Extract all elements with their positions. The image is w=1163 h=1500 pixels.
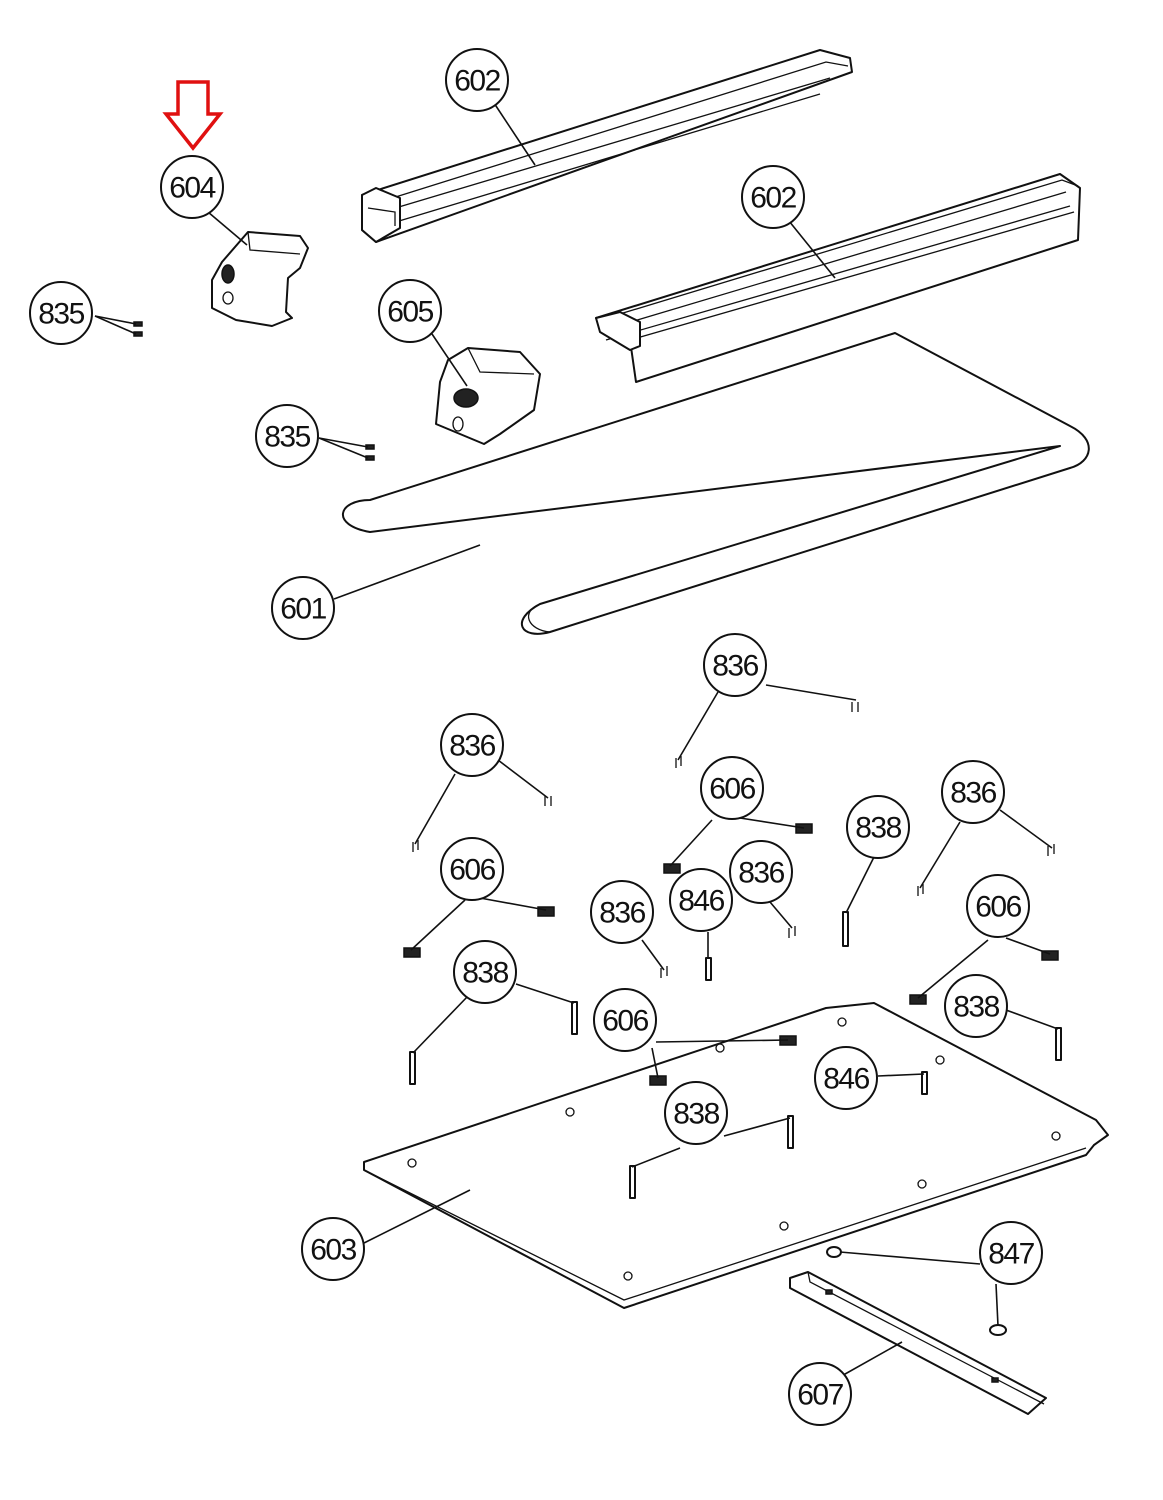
callout-label: 836 xyxy=(449,730,495,763)
highlight-arrow-icon xyxy=(162,80,224,151)
side-rail-right-drawing xyxy=(595,173,1081,383)
side-rail-top-drawing xyxy=(361,49,853,243)
callout-label: 846 xyxy=(678,885,724,918)
callout-label: 606 xyxy=(449,854,495,887)
end-cap-right-drawing xyxy=(435,347,541,445)
callout-label: 835 xyxy=(38,298,84,331)
callout-601: 601 xyxy=(271,576,335,640)
callout-847: 847 xyxy=(979,1221,1043,1285)
hardware-836-drawing xyxy=(412,702,1055,978)
support-bar-drawing xyxy=(789,1271,1047,1415)
callout-606-a: 606 xyxy=(700,756,764,820)
callout-602-right: 602 xyxy=(741,165,805,229)
callout-836-d: 836 xyxy=(729,840,793,904)
callout-label: 838 xyxy=(462,957,508,990)
callout-836-c: 836 xyxy=(941,760,1005,824)
callout-label: 838 xyxy=(855,812,901,845)
callout-602-top: 602 xyxy=(445,48,509,112)
callout-label: 604 xyxy=(169,172,215,205)
end-cap-left-drawing xyxy=(211,231,309,327)
callout-606-c: 606 xyxy=(966,874,1030,938)
callout-label: 606 xyxy=(975,891,1021,924)
callout-603: 603 xyxy=(301,1217,365,1281)
callout-label: 606 xyxy=(602,1005,648,1038)
callout-838-b: 838 xyxy=(453,940,517,1004)
callout-label: 605 xyxy=(387,296,433,329)
callout-label: 836 xyxy=(738,857,784,890)
leader-lines xyxy=(94,102,1059,1379)
callout-label: 838 xyxy=(673,1098,719,1131)
callout-838-d: 838 xyxy=(664,1081,728,1145)
callout-label: 836 xyxy=(712,650,758,683)
callout-606-d: 606 xyxy=(593,988,657,1052)
callout-label: 838 xyxy=(953,991,999,1024)
callout-label: 846 xyxy=(823,1063,869,1096)
callout-label: 836 xyxy=(950,777,996,810)
callout-846-a: 846 xyxy=(669,868,733,932)
running-belt-drawing xyxy=(342,332,1090,635)
callout-label: 607 xyxy=(797,1379,843,1412)
callout-label: 835 xyxy=(264,421,310,454)
callout-836-a: 836 xyxy=(703,633,767,697)
callout-label: 601 xyxy=(280,593,326,626)
callout-604: 604 xyxy=(160,155,224,219)
callout-label: 836 xyxy=(599,897,645,930)
callout-836-b: 836 xyxy=(440,713,504,777)
callout-label: 602 xyxy=(750,182,796,215)
callout-835-b: 835 xyxy=(255,404,319,468)
callout-838-c: 838 xyxy=(944,974,1008,1038)
callout-846-b: 846 xyxy=(814,1046,878,1110)
callout-836-e: 836 xyxy=(590,880,654,944)
callout-605: 605 xyxy=(378,279,442,343)
callout-label: 606 xyxy=(709,773,755,806)
callout-label: 847 xyxy=(988,1238,1034,1271)
callout-606-b: 606 xyxy=(440,837,504,901)
washers-847-drawing xyxy=(826,1246,1007,1336)
callout-607: 607 xyxy=(788,1362,852,1426)
callout-label: 602 xyxy=(454,65,500,98)
bolts-838-drawing xyxy=(409,911,1062,1199)
callout-835-a: 835 xyxy=(29,281,93,345)
callout-label: 603 xyxy=(310,1234,356,1267)
callout-838-a: 838 xyxy=(846,795,910,859)
